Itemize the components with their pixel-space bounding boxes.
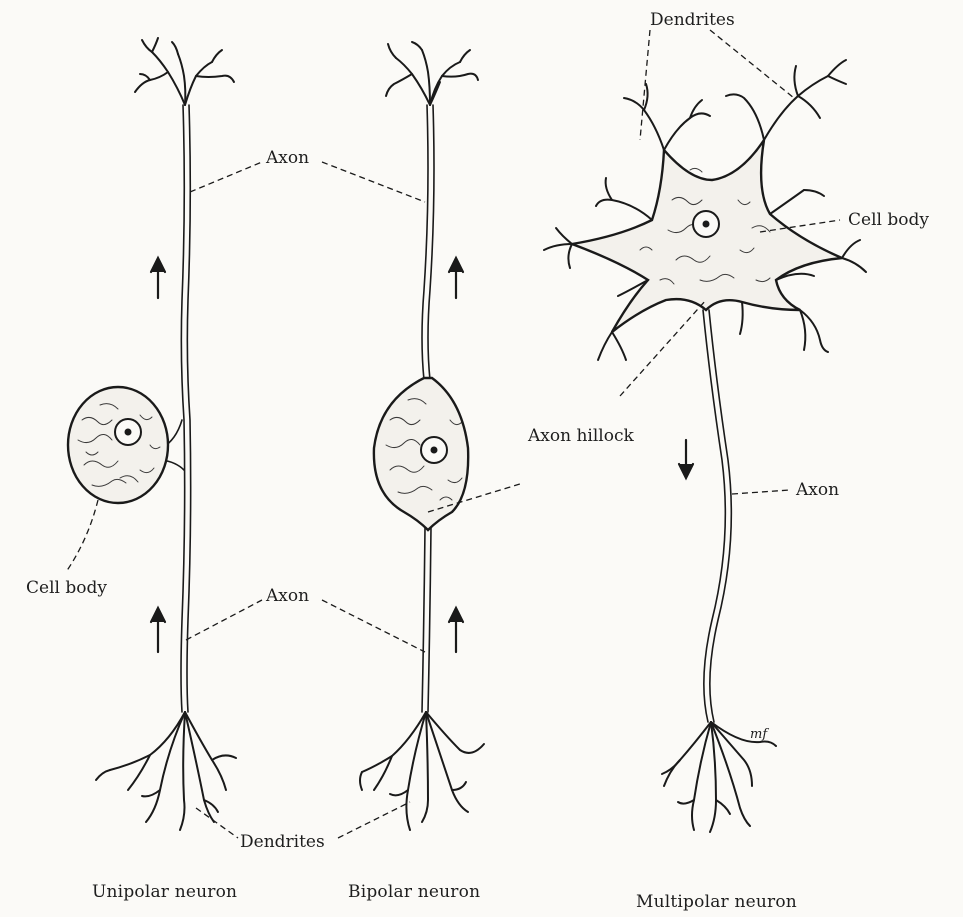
bipolar-axon-lower	[422, 528, 425, 712]
bipolar-arrow-up-bottom	[449, 608, 463, 652]
bipolar-top-dendrites	[386, 42, 478, 105]
unipolar-axon	[181, 105, 185, 712]
label-unipolar-axon-bottom: Axon	[266, 588, 309, 605]
unipolar-top-dendrites	[135, 38, 234, 105]
caption-multipolar-neuron: Multipolar neuron	[636, 894, 797, 911]
bipolar-arrow-up-top	[449, 258, 463, 298]
label-multipolar-axon: Axon	[796, 482, 839, 499]
bipolar-neuron	[360, 42, 484, 830]
artist-signature: mf	[750, 728, 767, 741]
unipolar-bottom-dendrites	[96, 712, 236, 830]
label-unipolar-cell-body: Cell body	[26, 580, 107, 597]
caption-bipolar-neuron: Bipolar neuron	[348, 884, 480, 901]
multipolar-axon	[703, 310, 725, 722]
label-unipolar-axon-top: Axon	[266, 150, 309, 167]
label-multipolar-dendrites: Dendrites	[650, 12, 735, 29]
unipolar-neuron	[68, 38, 236, 830]
bipolar-bottom-dendrites	[360, 712, 484, 830]
unipolar-arrow-up-top	[151, 258, 165, 298]
unipolar-arrow-up-bottom	[151, 608, 165, 652]
unipolar-cell-body	[68, 387, 168, 503]
multipolar-arrow-down	[679, 440, 693, 478]
multipolar-neuron	[544, 60, 866, 832]
label-dendrites-bottom: Dendrites	[240, 834, 325, 851]
bipolar-axon-upper	[422, 105, 428, 380]
label-axon-hillock: Axon hillock	[528, 428, 634, 445]
label-multipolar-cell-body: Cell body	[848, 212, 929, 229]
caption-unipolar-neuron: Unipolar neuron	[92, 884, 237, 901]
